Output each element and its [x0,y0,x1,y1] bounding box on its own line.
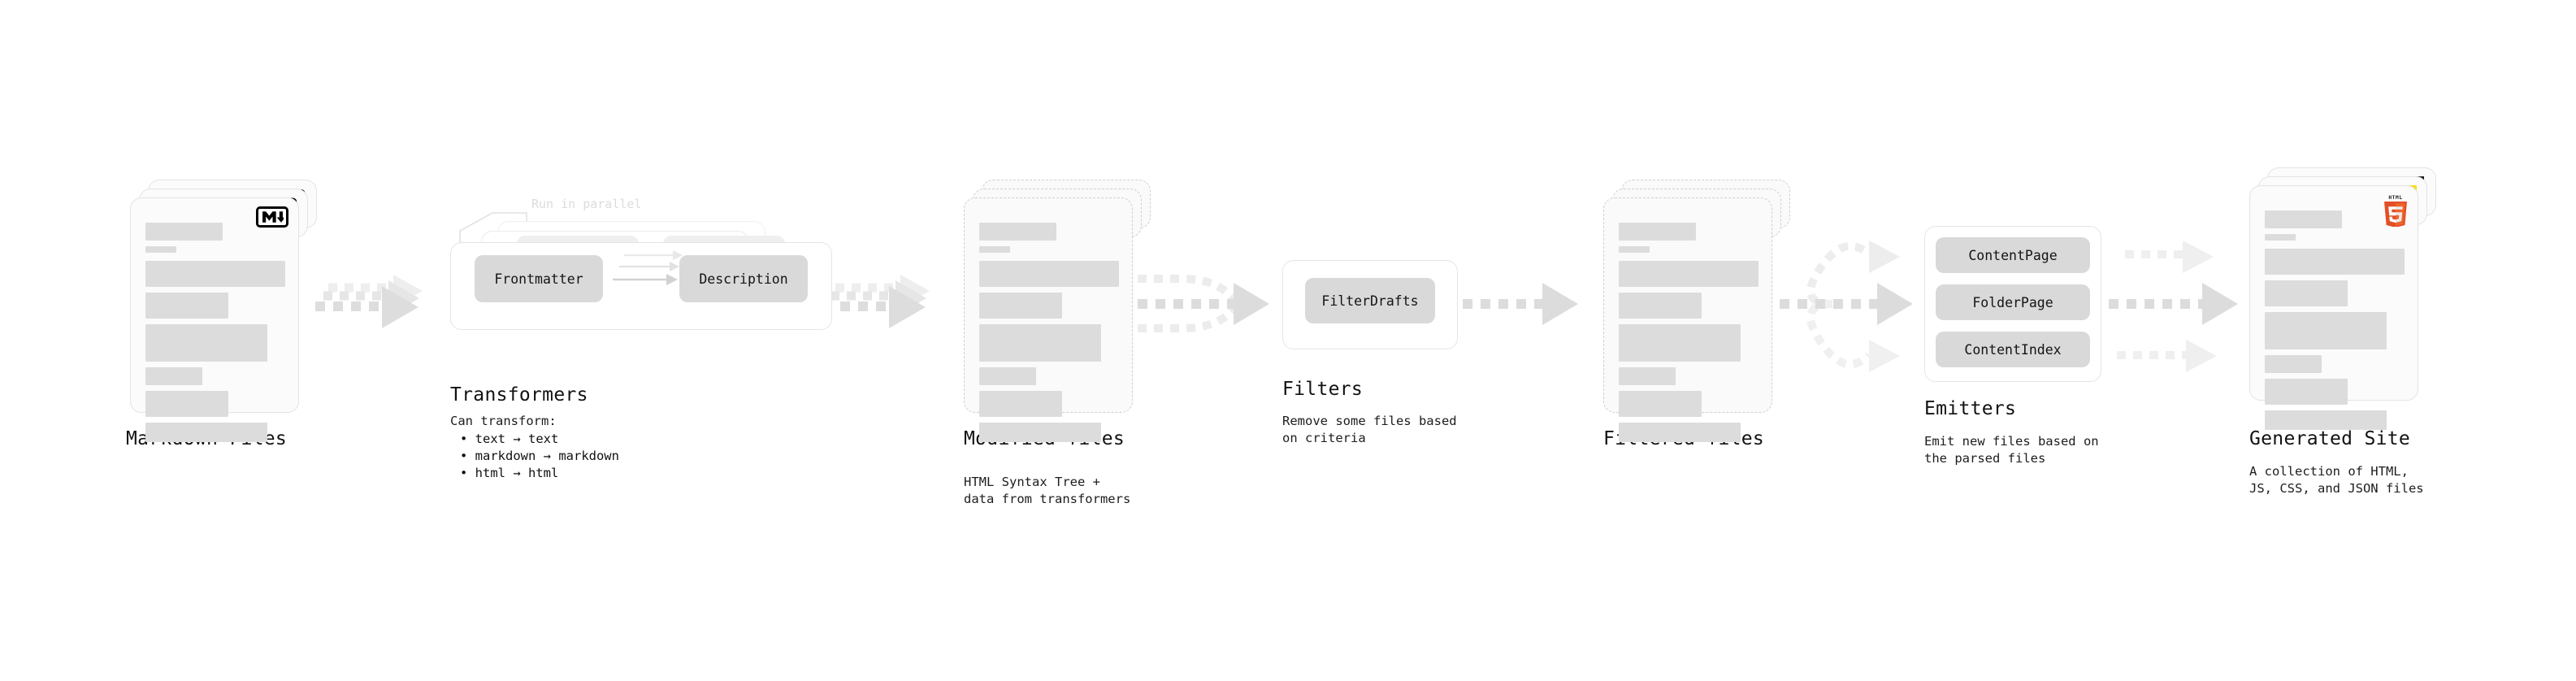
run-in-parallel-note: Run in parallel [531,197,642,211]
emitters-subtitle: Emit new files based on the parsed files [1924,434,2099,466]
transformer-chip-description[interactable]: Description [679,255,808,302]
transformers-bullet-list: • text → text • markdown → markdown • ht… [460,431,619,482]
markdown-icon [256,206,288,228]
bullet-dot-0: • [460,432,475,446]
markdown-doc-front[interactable] [130,197,299,442]
filtered-doc-skeleton [1619,223,1759,448]
run-in-parallel-bracket [459,212,527,255]
markdown-doc-skeleton [145,223,285,448]
bullet-dot-1: • [460,449,475,463]
transformers-bullet-1: • markdown → markdown [460,449,619,463]
transformers-bullet-0: • text → text [460,432,559,446]
connector-transformers-to-modified [822,275,930,328]
emitter-chip-folderpage[interactable]: FolderPage [1936,284,2090,320]
html5-icon: HTML [2382,193,2409,230]
svg-text:HTML: HTML [2388,195,2402,201]
site-doc-skeleton [2265,210,2405,436]
page-title-generated-site: Generated Site [2249,428,2411,449]
generated-site-subtitle: A collection of HTML, JS, CSS, and JSON … [2249,464,2424,496]
page-title-emitters: Emitters [1924,398,2017,419]
connector-filtered-to-emitters [1780,241,1913,372]
modified-doc-skeleton [979,223,1119,448]
emitter-chip-contentpage[interactable]: ContentPage [1936,237,2090,273]
filter-chip-filterdrafts[interactable]: FilterDrafts [1305,278,1435,323]
connector-modified-to-filters [1138,275,1269,332]
modified-files-subtitle: HTML Syntax Tree + data from transformer… [964,475,1131,506]
connector-emitters-to-site [2109,241,2238,372]
modified-doc-front[interactable] [964,197,1133,442]
transformers-bullet-2: • html → html [460,466,559,480]
page-title-transformers: Transformers [450,384,588,406]
transformer-chip-frontmatter[interactable]: Frontmatter [475,255,603,302]
transformer-inner-arrows [613,250,683,285]
emitter-chip-contentindex[interactable]: ContentIndex [1936,332,2090,367]
site-doc-front[interactable]: HTML [2249,185,2418,430]
bullet-dot-2: • [460,466,475,480]
filtered-doc-front[interactable] [1603,197,1772,442]
page-title-filters: Filters [1282,379,1364,400]
transformers-subtitle: Can transform: [450,414,557,428]
connector-filters-to-filtered [1463,283,1578,325]
filters-subtitle: Remove some files based on criteria [1282,414,1457,445]
connector-md-to-transformers [315,275,423,328]
